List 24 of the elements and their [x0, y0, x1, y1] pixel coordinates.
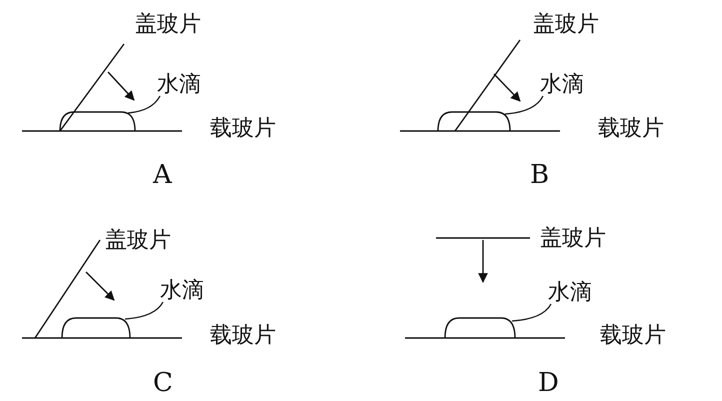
panel-letter: B [530, 160, 550, 190]
slide-label: 载玻片 [210, 323, 276, 349]
cover-slip-label: 盖玻片 [533, 12, 599, 38]
panel-letter: C [153, 368, 173, 398]
leader-line [124, 302, 164, 320]
leader-line [504, 96, 544, 115]
slide-label: 载玻片 [600, 323, 666, 349]
water-drop [437, 111, 511, 132]
drop-label: 水滴 [548, 280, 592, 306]
cover-slip-label: 盖玻片 [105, 228, 171, 254]
panel-letter: D [538, 368, 559, 398]
drop-label: 水滴 [157, 72, 201, 98]
water-drop [59, 111, 136, 132]
drop-label: 水滴 [540, 72, 584, 98]
panel-letter: A [153, 160, 172, 190]
slide-label: 载玻片 [598, 116, 664, 142]
water-drop [61, 317, 131, 338]
cover-slip-label: 盖玻片 [540, 226, 606, 252]
cover-slip-label: 盖玻片 [135, 12, 201, 38]
drop-label: 水滴 [160, 278, 204, 304]
water-drop [444, 317, 516, 338]
slide-label: 载玻片 [210, 116, 276, 142]
leader-line [512, 304, 552, 322]
leader-line [128, 96, 161, 114]
